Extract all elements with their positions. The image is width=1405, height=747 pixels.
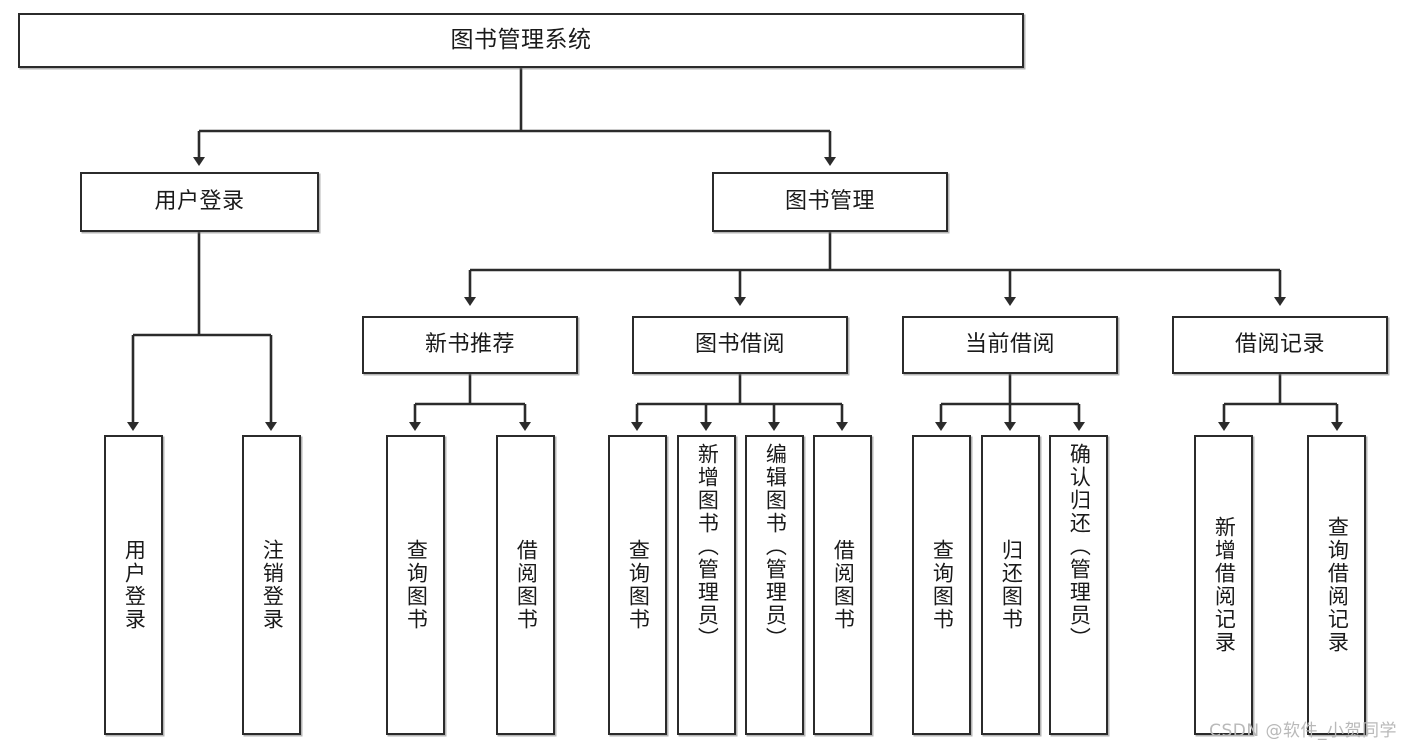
leaf-borrow-borrow-book[interactable]: 借阅图书 bbox=[813, 435, 872, 735]
node-label: 借阅图书 bbox=[514, 539, 539, 631]
node-label: 借阅图书 bbox=[831, 539, 856, 631]
node-label: 图书管理 bbox=[784, 189, 875, 215]
node-label: 归还图书 bbox=[999, 539, 1024, 631]
node-book-management[interactable]: 图书管理 bbox=[712, 172, 948, 232]
leaf-borrow-add-book[interactable]: 新增图书（管理员） bbox=[677, 435, 736, 735]
leaf-current-query-book[interactable]: 查询图书 bbox=[912, 435, 971, 735]
csdn-watermark: CSDN @软件_小贺同学 bbox=[1209, 721, 1397, 741]
leaf-recommend-query-book[interactable]: 查询图书 bbox=[386, 435, 445, 735]
node-current-borrow[interactable]: 当前借阅 bbox=[902, 316, 1118, 374]
node-label: 当前借阅 bbox=[964, 332, 1055, 358]
leaf-current-confirm-return[interactable]: 确认归还（管理员） bbox=[1049, 435, 1108, 735]
node-label: 编辑图书（管理员） bbox=[763, 443, 788, 650]
node-label: 查询图书 bbox=[626, 539, 651, 631]
node-root-system[interactable]: 图书管理系统 bbox=[18, 13, 1024, 68]
leaf-borrow-edit-book[interactable]: 编辑图书（管理员） bbox=[745, 435, 804, 735]
node-label: 用户登录 bbox=[122, 539, 147, 631]
node-label: 查询借阅记录 bbox=[1325, 516, 1350, 654]
node-label: 用户登录 bbox=[154, 189, 245, 215]
node-label: 新书推荐 bbox=[424, 332, 515, 358]
node-label: 查询图书 bbox=[404, 539, 429, 631]
node-label: 图书管理系统 bbox=[450, 26, 592, 53]
leaf-recommend-borrow-book[interactable]: 借阅图书 bbox=[496, 435, 555, 735]
node-label: 查询图书 bbox=[930, 539, 955, 631]
node-user-login[interactable]: 用户登录 bbox=[80, 172, 319, 232]
leaf-user-login-logout[interactable]: 注销登录 bbox=[242, 435, 301, 735]
node-label: 确认归还（管理员） bbox=[1067, 443, 1092, 650]
leaf-user-login-login[interactable]: 用户登录 bbox=[104, 435, 163, 735]
node-borrow-record[interactable]: 借阅记录 bbox=[1172, 316, 1388, 374]
leaf-borrow-query-book[interactable]: 查询图书 bbox=[608, 435, 667, 735]
node-label: 借阅记录 bbox=[1234, 332, 1325, 358]
node-new-book-recommend[interactable]: 新书推荐 bbox=[362, 316, 578, 374]
leaf-record-add-record[interactable]: 新增借阅记录 bbox=[1194, 435, 1253, 735]
node-label: 新增借阅记录 bbox=[1212, 516, 1237, 654]
node-label: 新增图书（管理员） bbox=[695, 443, 720, 650]
node-book-borrow[interactable]: 图书借阅 bbox=[632, 316, 848, 374]
leaf-current-return-book[interactable]: 归还图书 bbox=[981, 435, 1040, 735]
node-label: 注销登录 bbox=[260, 539, 285, 631]
leaf-record-query-record[interactable]: 查询借阅记录 bbox=[1307, 435, 1366, 735]
node-label: 图书借阅 bbox=[694, 332, 785, 358]
